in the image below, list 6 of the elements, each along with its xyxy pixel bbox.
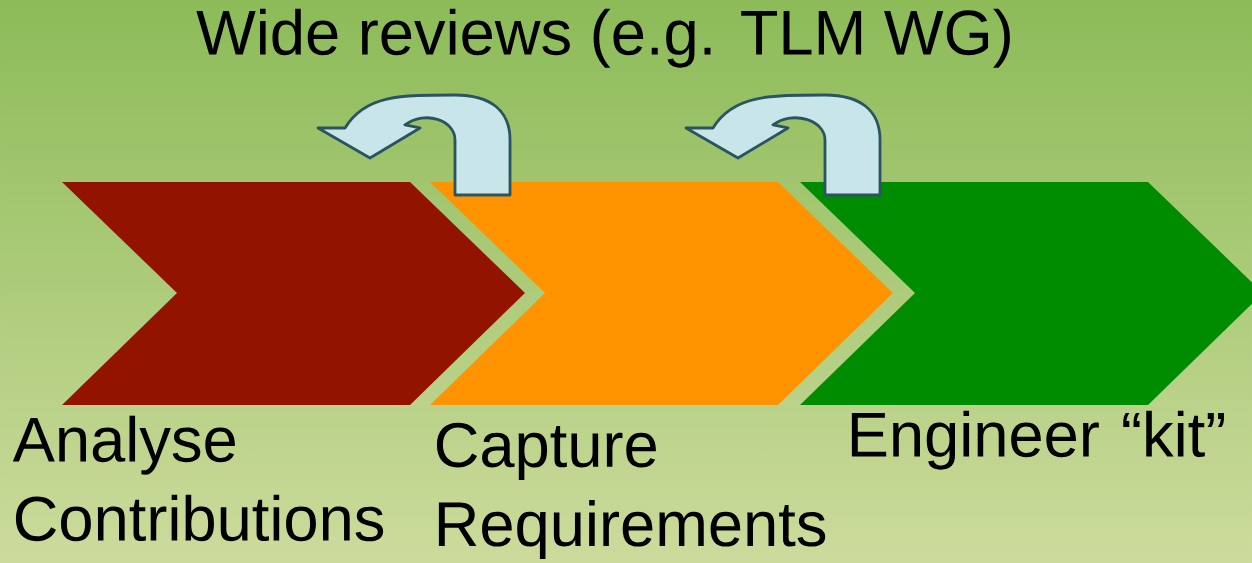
step-label: Engineer “kit”: [851, 410, 1224, 470]
u-turn-arrow: [684, 93, 882, 197]
step-label: Capture Requirements: [436, 422, 826, 560]
u-turn-arrow: [316, 93, 512, 197]
title: Wide reviews (e.g. TLM WG): [196, 8, 1010, 68]
step-label: Analyse Contributions: [12, 415, 384, 542]
